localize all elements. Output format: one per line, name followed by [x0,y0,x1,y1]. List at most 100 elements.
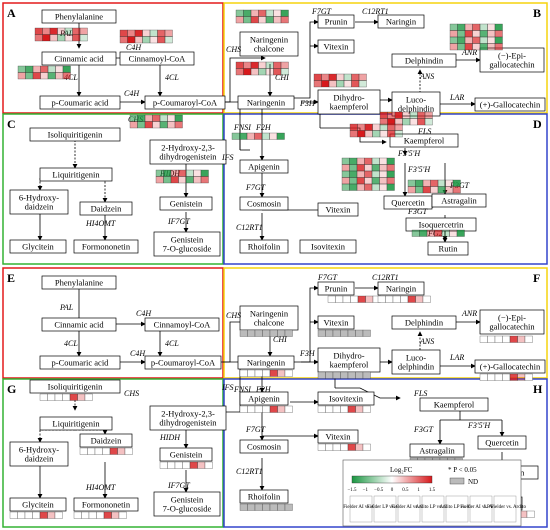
heat-cell [254,405,263,413]
heat-cell [157,36,166,44]
node-genistein-glucoside-bottom-label: 7-O-glucoside [163,504,212,514]
heat-cell [387,130,396,138]
node-hydroxydaidzein-bottom-label: daidzein [25,454,55,464]
heat-cell [426,229,435,237]
heat-cell [332,329,341,337]
heat-cell [452,179,461,187]
enzyme-label-c12rt1: C12RT1 [236,467,263,476]
heat-fns [231,132,285,140]
node-gallocatechin-bottom-label: (+)-Gallocatechin [480,362,541,372]
node-isoquercetrin-top-label: Isoquercetrin [419,220,465,230]
heat-cell [277,329,286,337]
heat-cell [111,511,120,519]
heat-cell [372,123,381,131]
heat-cell [200,176,209,184]
heat-cell [47,65,56,73]
enzyme-label-ans: ANS [419,337,434,346]
legend-column-label: Ardito LP vs. CK [439,505,474,510]
heat-cell [457,23,466,31]
heat-naringin [377,295,431,303]
heat-cell [385,295,394,303]
heat-cell [284,329,293,337]
node-quercetin-bottom-box [477,435,527,450]
heat-cell [445,186,454,194]
enzyme-label-f3h: F3H [299,99,316,108]
node-astragalin-top-box [431,193,487,208]
node-p-coumaroyl-coa-bottom-label: p-Coumaroyl-CoA [151,358,216,368]
heat-cell [277,405,286,413]
heat-cell [464,36,473,44]
heat-cell [247,369,256,377]
heat-cell [167,114,176,122]
heat-cell [178,169,187,177]
node-epigallocatechin-top: (−)-Epi-gallocatechin [479,47,545,73]
heat-cell [441,229,450,237]
node-epigallocatechin-bottom-label: gallocatechin [489,322,535,332]
heat-cell [246,132,255,140]
heat-cell [335,295,344,303]
heat-cell [362,329,371,337]
heat-hidh [155,169,209,184]
heat-cell [96,511,105,519]
heat-cell [55,65,64,73]
legend-column-box [373,495,397,523]
heat-cell [340,329,349,337]
node-isoliquiritigenin-bottom-box [29,379,121,394]
panel-label-E: E [7,271,15,285]
heat-cell [69,393,78,401]
heat-f3gt [407,179,461,194]
heat-epi [479,335,533,343]
heat-cell [358,80,367,88]
node-cinnamic-acid-bottom-box [41,317,117,332]
heat-cell [273,16,282,24]
enzyme-label-f3gt: F3GT [407,207,428,216]
heat-cell [127,36,136,44]
heat-cell [407,295,416,303]
heat-cell [25,65,34,73]
node-delphindin-bottom: Delphindin [391,315,457,330]
heat-cell [189,461,198,469]
enzyme-label-c4h: C4H [130,349,146,358]
heat-cell [479,373,488,381]
node-naringenin-chalcone-bottom-label: Naringenin [250,309,289,319]
heat-cell [424,118,433,126]
heat-cell [502,335,511,343]
heat-cell [64,34,73,42]
heat-cell [262,503,271,511]
node-dihydrokaempferol-top-label: kaempferol [330,102,369,112]
enzyme-label-fns: FNSI [233,123,251,132]
node-cinnamoyl-coa-bottom: Cinnamoyl-CoA [144,317,220,332]
enzyme-label-anr: ANR [461,48,477,57]
node-phenylalanine-top-box [41,9,117,24]
heat-cell [235,16,244,24]
enzyme-label-ans: ANS [419,72,434,81]
heat-cell [39,511,48,519]
heat-cell [407,186,416,194]
heat-cell [280,9,289,17]
heat-cell [332,371,341,379]
heat-cell [258,16,267,24]
heat-cell [386,170,395,178]
heat-cell [351,73,360,81]
node-genistein-bottom-label: Genistein [170,450,203,460]
legend-column-label: Fielder AI vs. CK [343,505,379,510]
heat-cell [163,169,172,177]
heat-cell [81,511,90,519]
node-glycitein-bottom: Glycitein [9,497,67,512]
enzyme-label-f2h: F2H [255,123,272,132]
heat-cell [124,447,133,455]
heat-cell [134,29,143,37]
heat-cell [430,186,439,194]
node-dihydrogenistein-top-label: dihydrogenistein [159,152,217,162]
heat-cell [258,61,267,69]
node-leucodelphindin-bottom: Luco-delphindin [391,349,441,375]
node-daidzein-top: Daidzein [79,201,133,216]
enzyme-label-f7gt: F7GT [317,273,338,282]
heat-cell [269,503,278,511]
node-vitexin-h-bottom-box [317,429,359,444]
heat-cell [243,9,252,17]
heat-cell [487,36,496,44]
node-p-coumaroyl-coa-bottom: p-Coumaroyl-CoA [144,355,222,370]
legend-significance: * P < 0.05 [448,466,477,474]
